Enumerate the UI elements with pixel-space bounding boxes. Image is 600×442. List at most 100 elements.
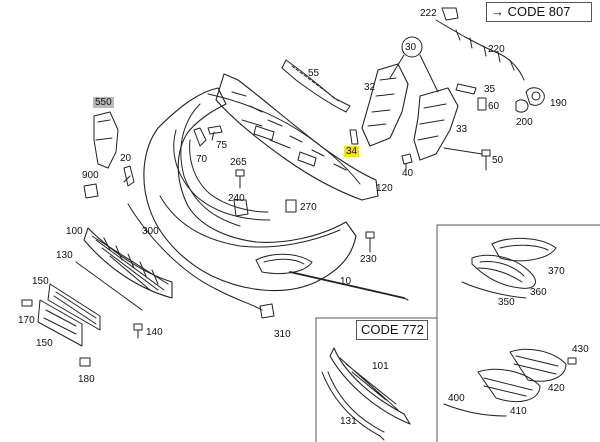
part-label-222: 222 [420, 8, 437, 19]
harness-220 [435, 19, 525, 81]
bolt-265 [235, 169, 245, 189]
grille-410 [477, 368, 541, 402]
bumper-cover-outline [143, 87, 357, 292]
part-label-370: 370 [548, 266, 565, 277]
part-label-10: 10 [340, 276, 352, 287]
part-label-180: 180 [78, 374, 95, 385]
part-label-140: 140 [146, 327, 163, 338]
part-label-270: 270 [300, 202, 317, 213]
part-label-410: 410 [510, 406, 527, 417]
sensor-200 [515, 99, 529, 113]
cable-300 [127, 203, 263, 311]
bolt-40 [401, 153, 413, 171]
part-label-55: 55 [308, 68, 320, 79]
part-label-200: 200 [516, 117, 533, 128]
clip-60 [477, 97, 487, 111]
part-label-33: 33 [456, 124, 468, 135]
part-label-310: 310 [274, 329, 291, 340]
screw-430 [567, 357, 577, 365]
part-label-120: 120 [376, 183, 393, 194]
part-label-40: 40 [402, 168, 414, 179]
support-carrier [215, 73, 379, 201]
part-label-230: 230 [360, 254, 377, 265]
sensor-190 [525, 87, 545, 106]
part-label-220: 220 [488, 44, 505, 55]
bracket-55 [281, 59, 351, 113]
part-label-131: 131 [340, 416, 357, 427]
bolt-50 [481, 149, 491, 171]
part-70 [193, 127, 207, 147]
license-bracket-150a [47, 283, 101, 331]
callout-30-circle [401, 36, 423, 58]
part-label-20: 20 [120, 153, 132, 164]
code-772-label: CODE 772 [361, 322, 424, 337]
part-label-170: 170 [18, 315, 35, 326]
code-807-box: → CODE 807 [486, 2, 592, 22]
clip-270 [285, 199, 297, 213]
cover-550 [93, 111, 119, 169]
callout-30-lines [389, 54, 439, 93]
part-label-60: 60 [488, 101, 500, 112]
part-label-70: 70 [196, 154, 208, 165]
support-carrier-slot [253, 125, 317, 167]
part-label-30: 30 [405, 42, 417, 53]
part-label-35: 35 [484, 84, 496, 95]
part-900 [83, 183, 99, 199]
part-label-190: 190 [550, 98, 567, 109]
lower-grille-100 [83, 227, 173, 299]
clip-20 [123, 165, 135, 187]
bracket-32 [361, 63, 409, 147]
fog-cover-360 [471, 254, 536, 289]
trim-130 [75, 261, 143, 311]
part-label-400: 400 [448, 393, 465, 404]
grille-101 [329, 347, 411, 425]
part-label-130: 130 [56, 250, 73, 261]
part-label-101: 101 [372, 361, 389, 372]
part-label-360: 360 [530, 287, 547, 298]
inset-frame-right [436, 224, 600, 442]
part-label-32: 32 [364, 82, 376, 93]
grille-420 [509, 348, 567, 382]
trim-350 [461, 281, 527, 299]
clip-35 [455, 83, 477, 95]
nut-180 [79, 357, 91, 367]
fog-light-recess [255, 253, 313, 275]
bumper-upper-edge [207, 93, 361, 185]
part-label-300: 300 [142, 226, 159, 237]
part-label-150-bottom: 150 [36, 338, 53, 349]
sensor-222 [441, 7, 459, 21]
trim-131 [321, 371, 385, 441]
fog-light-inner [263, 258, 305, 265]
code-807-arrow: → [491, 4, 504, 19]
part-label-75: 75 [216, 140, 228, 151]
trim-400 [443, 403, 507, 417]
bolt-230 [365, 231, 375, 253]
part-label-34: 34 [344, 146, 360, 157]
connector-310 [259, 303, 275, 319]
part-label-150-top: 150 [32, 276, 49, 287]
support-carrier-ribs [231, 91, 347, 171]
screw-170 [21, 299, 33, 307]
clip-240 [233, 199, 249, 217]
part-label-900: 900 [82, 170, 99, 181]
bracket-33 [413, 87, 459, 161]
part-label-265: 265 [230, 157, 247, 168]
part-34 [349, 129, 359, 145]
part-label-240: 240 [228, 193, 245, 204]
code-772-box: CODE 772 [356, 320, 428, 340]
bumper-inner-line [180, 103, 241, 227]
leader-10 [289, 271, 405, 299]
screw-140 [133, 323, 143, 339]
part-label-430: 430 [572, 344, 589, 355]
inset-frame-bottom [315, 317, 438, 442]
part-label-420: 420 [548, 383, 565, 394]
code-807-label: CODE 807 [507, 4, 571, 19]
part-label-100: 100 [66, 226, 83, 237]
bumper-lower-lip [159, 195, 341, 248]
clip-75 [207, 125, 223, 135]
license-plate-150b [37, 299, 83, 347]
part-label-550: 550 [93, 97, 114, 108]
bumper-grille-opening [173, 129, 271, 221]
